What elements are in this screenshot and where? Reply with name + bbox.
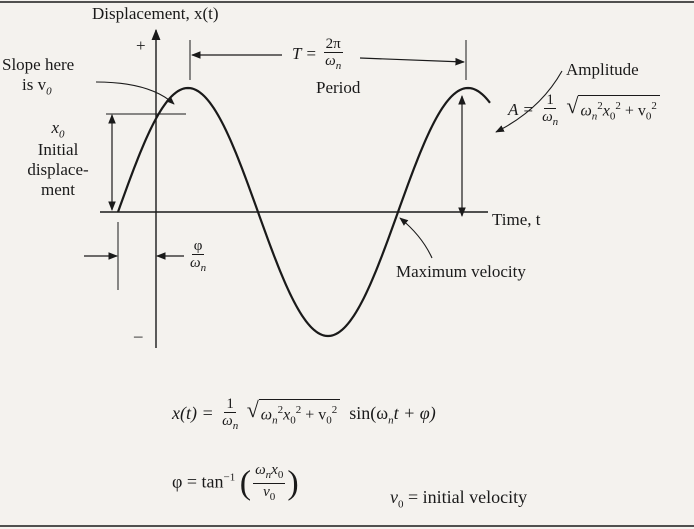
x-axis-title: Time, t (492, 210, 541, 229)
y-axis-title: Displacement, x(t) (92, 4, 219, 23)
slope-label-line2: is v0 (22, 75, 52, 98)
slope-leader (95, 81, 175, 105)
initial-label-line1: Initial (37, 140, 79, 159)
initial-label-line2: displace- (27, 160, 89, 179)
initial-label-line3: ment (41, 180, 75, 199)
amplitude-word: Amplitude (566, 60, 639, 79)
v0-definition: v0 = initial velocity (390, 487, 528, 511)
max-velocity-label: Maximum velocity (396, 262, 526, 281)
x0-label: x0 (51, 118, 65, 141)
displacement-curve (116, 86, 491, 338)
plus-sign: + (136, 36, 146, 55)
minus-sign: – (134, 326, 143, 345)
max-velocity-leader (399, 217, 433, 259)
amplitude-leader (495, 70, 563, 133)
period-word: Period (316, 78, 361, 97)
period-arrow-right (359, 57, 465, 66)
slope-label-line1: Slope here (2, 55, 75, 74)
